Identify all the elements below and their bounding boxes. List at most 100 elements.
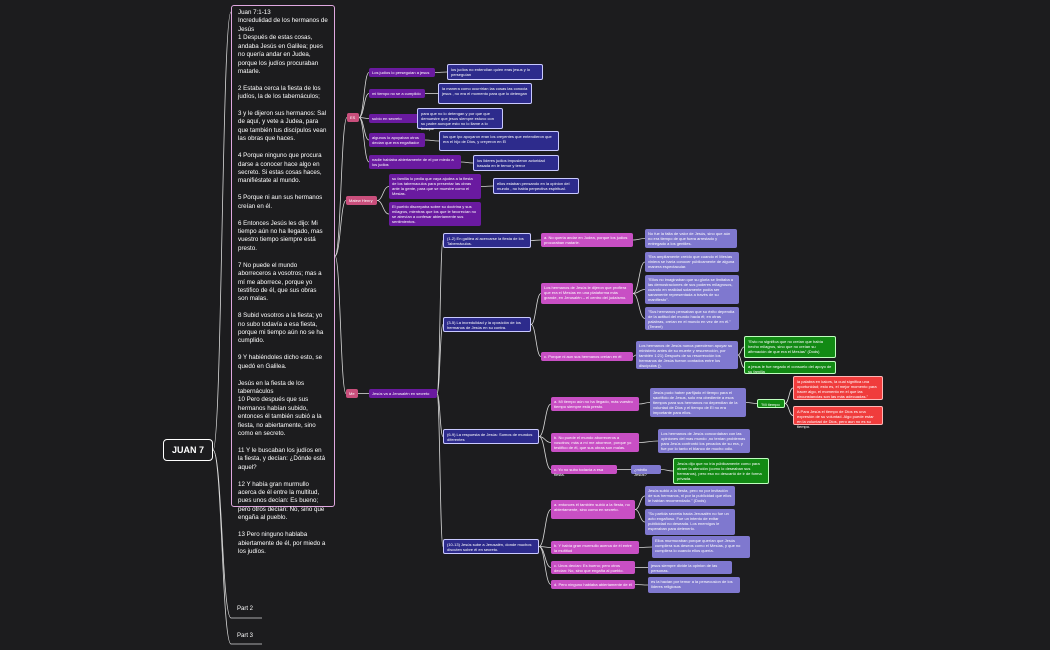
node-d1[interactable]: a. entonces él también subió a la fiesta… <box>551 500 635 519</box>
link-d1 <box>538 509 552 547</box>
link-c1 <box>538 403 552 437</box>
node-b[interactable]: (3-5) La incredulidad y la oposición de … <box>443 317 531 332</box>
node-b1[interactable]: Los hermanos de Jesús le dijeron que pro… <box>541 283 633 304</box>
node-d2[interactable]: b. Y había gran murmullo acerca de él en… <box>551 541 639 554</box>
link-b1a <box>632 261 646 294</box>
link-root-part2 <box>212 449 232 619</box>
node-mh[interactable]: Matew Henry <box>346 196 377 205</box>
link-b1b <box>632 289 646 294</box>
node-es3[interactable]: subío en secreto <box>369 114 421 123</box>
node-b1c[interactable]: "Sus hermanos pensaban que su éxito depe… <box>645 307 739 330</box>
node-b2a[interactable]: Los hermanos de Jesús nunca parecieron a… <box>636 341 738 369</box>
link-me <box>334 255 347 394</box>
node-es1[interactable]: Los judíos lo perseguían a jesus <box>369 68 435 77</box>
node-a1a[interactable]: No fue la falta de valor de Jesús, sino … <box>645 229 737 248</box>
link-c3a1 <box>660 469 674 472</box>
link-d2a <box>638 546 653 548</box>
link-c2a <box>638 440 659 443</box>
link-b2a1 <box>737 346 745 356</box>
link-d1a <box>634 495 646 510</box>
link-d <box>436 393 444 547</box>
link-mh1a <box>480 185 494 187</box>
node-c1b[interactable]: "Mi tiempo <box>757 399 785 408</box>
node-es2a[interactable]: la manera como ocurririan las cosas las … <box>438 83 532 104</box>
link-c3 <box>538 436 552 470</box>
node-es5a[interactable]: los lideres judios impusieron actoridad … <box>473 155 559 171</box>
link-mh1 <box>376 186 390 201</box>
node-d1b[interactable]: "Su partida secreta hacia Jerusalén no f… <box>645 509 735 535</box>
node-d[interactable]: (10-13) Jesús sube a Jerusalén, donde mu… <box>443 539 539 554</box>
passage-text-node[interactable]: Juan 7:1-13 Incredulidad de los hermanos… <box>231 5 335 555</box>
node-b2[interactable]: c. Porque ni aun sus hermanos creían en … <box>541 352 633 361</box>
node-a1[interactable]: a. No queria andar en Judea, porque los … <box>541 233 633 247</box>
node-mh1a[interactable]: ellos estaban pensando en la opinion del… <box>493 178 579 194</box>
link-c1a <box>638 402 651 405</box>
node-c3a1[interactable]: Jesús dijo que no iría públicamente como… <box>673 458 769 484</box>
link-c <box>436 393 444 437</box>
link-b2a2 <box>737 354 745 368</box>
link-mh <box>334 200 347 257</box>
node-d2a[interactable]: Ellos murmuraban porque querían que Jesú… <box>652 536 750 558</box>
link-b2 <box>530 324 542 357</box>
link-d4 <box>538 546 552 585</box>
node-c1b1[interactable]: la palabra en kaiors, la cual significa … <box>793 376 883 400</box>
node-a[interactable]: (1-2) En galilea al acercarse la fiesta … <box>443 233 531 248</box>
node-d3[interactable]: c. Unos decían: Es bueno; pero otros dec… <box>551 561 635 574</box>
link-es2 <box>358 93 370 118</box>
link-b2a <box>632 354 637 357</box>
node-mh1[interactable]: su familia lo pedia que vaya ajodea a la… <box>389 174 481 199</box>
node-b1b[interactable]: "Ellos no imaginaban que su gloria se li… <box>645 275 739 304</box>
node-d3a[interactable]: jesus siempre divide la opinion de las p… <box>648 561 732 574</box>
node-c3a[interactable]: ¿mintio Jesus? <box>631 465 661 477</box>
node-es[interactable]: ES <box>347 113 359 122</box>
link-mh2 <box>376 200 390 215</box>
link-es4a <box>424 139 440 142</box>
part-3-label[interactable]: Part 3 <box>237 633 254 639</box>
link-es5a <box>460 161 474 164</box>
node-c[interactable]: (6-9) La respuesta de Jesús: Somos de mu… <box>443 429 539 444</box>
link-b1 <box>530 293 542 325</box>
link-c1b2 <box>784 403 794 416</box>
part-2-label[interactable]: Part 2 <box>237 606 254 612</box>
link-es3 <box>358 117 370 119</box>
node-mh2[interactable]: El pueblo discrepaba sobre su doctrina y… <box>389 202 481 226</box>
node-d1a[interactable]: Jesús subió a la fiesta, pero no por inv… <box>645 486 735 506</box>
node-c2[interactable]: b. No puede el mundo aborreceros a vosot… <box>551 433 639 452</box>
node-es4[interactable]: algunos lo apoyaban otros decían que era… <box>369 133 425 147</box>
link-b1c <box>632 293 646 319</box>
node-es1a[interactable]: los judíos no entendían quien eras jesus… <box>447 64 543 80</box>
node-es4a[interactable]: los que lpo apoyaron eran los creyentes … <box>439 131 559 151</box>
link-d4a <box>634 584 649 586</box>
link-d2 <box>538 546 552 548</box>
link-es5 <box>358 117 370 163</box>
node-b2a1[interactable]: "Esto no significa que no creían que hab… <box>744 336 836 358</box>
link-root-passage <box>212 11 232 451</box>
node-c1a[interactable]: Jesús pudo haber parfijado el tiempo par… <box>650 388 746 417</box>
node-es2[interactable]: mi tiempo no se a cumplido <box>369 89 425 98</box>
node-c2a[interactable]: Los hermanos de Jesús concordaban con la… <box>658 429 750 453</box>
node-d4[interactable]: d. Pero ninguno hablaba abiertamente de … <box>551 580 635 589</box>
node-c1b2[interactable]: A Para Jesús el tiempo de Dios es una ex… <box>793 406 883 429</box>
node-es5[interactable]: nadie hablaba abiertamente de el por mie… <box>369 155 461 169</box>
node-b1a[interactable]: "Era ampliamente creído que cuando el Me… <box>645 252 739 272</box>
node-c1[interactable]: a. Mi tiempo aún no ha llegado, más vues… <box>551 397 639 411</box>
node-me[interactable]: Me <box>346 389 358 398</box>
link-c1b <box>745 402 758 404</box>
link-es1 <box>358 72 370 118</box>
node-c3[interactable]: c. Yo no subo todavía a esa fiesta. <box>551 465 617 477</box>
node-b2a2[interactable]: a jesus le fue negado el consuelo del ap… <box>744 361 836 374</box>
link-d1b <box>634 509 646 523</box>
link-a <box>436 240 444 394</box>
link-a1 <box>530 239 542 241</box>
node-es3a[interactable]: para que no lo detengan y por que que de… <box>417 108 503 131</box>
node-d4a[interactable]: es la hacian por temor a la persecusion … <box>648 577 740 593</box>
link-es1a <box>434 71 448 73</box>
link-c1b1 <box>784 387 794 404</box>
link-root-part3 <box>212 449 232 645</box>
link-es <box>334 117 348 257</box>
root-node[interactable]: JUAN 7 <box>163 439 213 461</box>
node-me1[interactable]: Jesús va a Jerusalén en secreto <box>369 389 437 398</box>
link-a1a <box>632 238 646 241</box>
